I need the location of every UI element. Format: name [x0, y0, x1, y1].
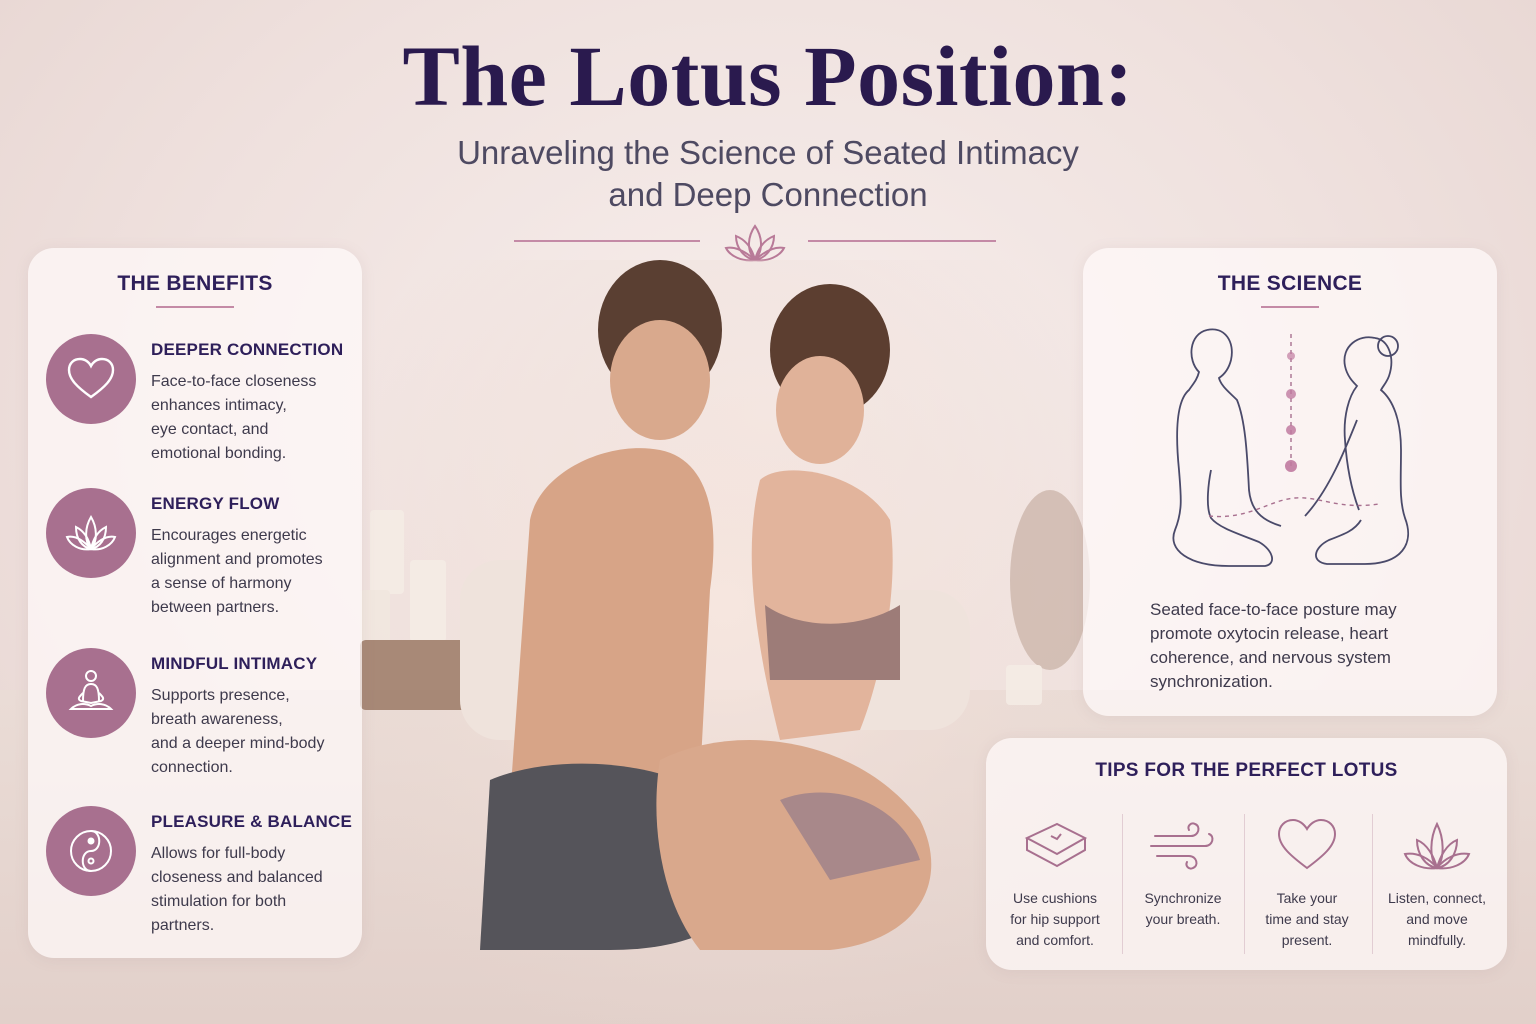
meditation-icon: [68, 670, 114, 710]
benefit-icon-circle: [46, 648, 136, 738]
benefit-text-line: Allows for full-body: [151, 845, 286, 862]
tip-text-line: Synchronize: [1144, 890, 1222, 906]
couple-silhouette: [480, 260, 932, 950]
lotus-outline-icon: [1403, 821, 1471, 870]
tip-item: Take your time and stay present.: [1246, 814, 1368, 951]
subtitle-line: Unraveling the Science of Seated Intimac…: [457, 134, 1079, 171]
benefit-text-line: between partners.: [151, 599, 280, 616]
benefit-title: PLEASURE & BALANCE: [151, 812, 353, 831]
tips-heading: TIPS FOR THE PERFECT LOTUS: [1095, 760, 1398, 781]
tip-item: Listen, connect, and move mindfully.: [1376, 814, 1498, 951]
tip-text-line: time and stay: [1265, 911, 1349, 927]
benefit-text: Allows for full-body closeness and balan…: [151, 842, 351, 938]
benefit-text-line: Face-to-face closeness: [151, 373, 317, 390]
benefit-text: Supports presence, breath awareness, and…: [151, 684, 351, 780]
tip-text-line: your breath.: [1145, 911, 1221, 927]
tip-item: Use cushions for hip support and comfort…: [994, 814, 1116, 951]
tip-text-line: and move: [1406, 911, 1468, 927]
benefit-text-line: stimulation for both: [151, 893, 287, 910]
science-text-line: promote oxytocin release, heart: [1150, 624, 1389, 643]
tip-text: Listen, connect, and move mindfully.: [1376, 888, 1498, 951]
benefit-title: DEEPER CONNECTION: [151, 340, 344, 359]
science-heading: THE SCIENCE: [1217, 272, 1363, 295]
benefit-text-line: and a deeper mind-body: [151, 735, 325, 752]
benefit-text-line: Supports presence,: [151, 687, 290, 704]
tip-text-line: mindfully.: [1407, 932, 1467, 948]
candles-right: [1006, 490, 1090, 705]
couple-photo: [360, 260, 1090, 1024]
benefit-text-line: breath awareness,: [151, 711, 283, 728]
yin-yang-icon: [70, 830, 112, 872]
benefit-text-line: closeness and balanced: [151, 869, 323, 886]
heart-icon: [67, 357, 115, 399]
subtitle-line: and Deep Connection: [608, 176, 928, 213]
benefit-title: MINDFUL INTIMACY: [151, 654, 318, 673]
title-divider-right: [808, 240, 996, 242]
benefits-heading: THE BENEFITS: [117, 272, 273, 295]
tip-text-line: Use cushions: [1012, 890, 1098, 906]
tip-text-line: present.: [1281, 932, 1333, 948]
benefit-text-line: a sense of harmony: [151, 575, 292, 592]
tip-separator: [1372, 814, 1373, 954]
benefit-icon-circle: [46, 488, 136, 578]
science-text-line: synchronization.: [1150, 672, 1273, 691]
seated-couple-outline-icon: [1172, 328, 1410, 567]
tip-separator: [1122, 814, 1123, 954]
title-divider-left: [514, 240, 700, 242]
benefit-text-line: enhances intimacy,: [151, 397, 287, 414]
tip-text: Use cushions for hip support and comfort…: [994, 888, 1116, 951]
benefits-panel: THE BENEFITS DEEPER CONNECTION Face-to-f…: [28, 248, 362, 958]
benefits-heading-rule: [156, 306, 234, 308]
tip-separator: [1244, 814, 1245, 954]
heart-outline-icon: [1277, 818, 1337, 870]
breath-icon: [1150, 822, 1214, 870]
science-text: Seated face-to-face posture may promote …: [1150, 598, 1450, 694]
lotus-icon: [724, 224, 786, 262]
tip-text-line: for hip support: [1010, 911, 1100, 927]
lotus-icon: [65, 515, 117, 551]
science-heading-rule: [1261, 306, 1319, 308]
benefit-text-line: partners.: [151, 917, 215, 934]
tips-panel: TIPS FOR THE PERFECT LOTUS Use cushions …: [986, 738, 1507, 970]
benefit-text-line: eye contact, and: [151, 421, 269, 438]
page-subtitle: Unraveling the Science of Seated Intimac…: [368, 132, 1168, 216]
benefit-icon-circle: [46, 806, 136, 896]
tip-text-line: and comfort.: [1016, 932, 1094, 948]
benefit-text-line: connection.: [151, 759, 233, 776]
benefit-title: ENERGY FLOW: [151, 494, 280, 513]
science-panel: THE SCIENCE Seated face-to-face posture …: [1083, 248, 1497, 716]
benefit-text: Face-to-face closeness enhances intimacy…: [151, 370, 351, 466]
cushion-icon: [1024, 822, 1088, 868]
tip-text-line: Take your: [1276, 890, 1338, 906]
science-text-line: coherence, and nervous system: [1150, 648, 1391, 667]
science-text-line: Seated face-to-face posture may: [1150, 600, 1397, 619]
benefit-text-line: Encourages energetic: [151, 527, 307, 544]
page-title: The Lotus Position:: [402, 28, 1134, 124]
benefit-text: Encourages energetic alignment and promo…: [151, 524, 351, 620]
tip-text-line: Listen, connect,: [1387, 890, 1487, 906]
benefit-icon-circle: [46, 334, 136, 424]
candles-left: [360, 510, 470, 710]
tip-text: Take your time and stay present.: [1246, 888, 1368, 951]
tip-text: Synchronize your breath.: [1122, 888, 1244, 930]
tip-item: Synchronize your breath.: [1122, 814, 1244, 930]
benefit-text-line: emotional bonding.: [151, 445, 287, 462]
benefit-text-line: alignment and promotes: [151, 551, 323, 568]
